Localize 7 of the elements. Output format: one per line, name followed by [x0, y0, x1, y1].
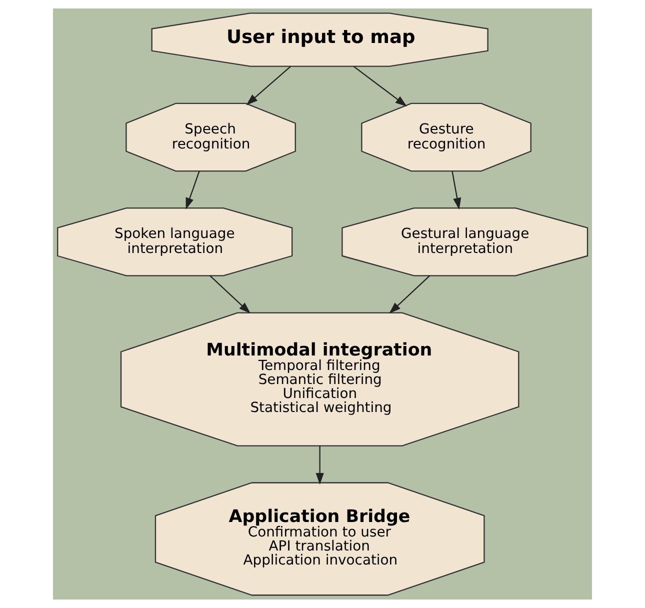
arrow [186, 171, 200, 210]
arrow [353, 66, 407, 106]
arrow [452, 171, 462, 210]
arrow [210, 275, 251, 314]
arrow [246, 66, 291, 106]
arrow [389, 275, 430, 314]
arrow [316, 446, 324, 485]
